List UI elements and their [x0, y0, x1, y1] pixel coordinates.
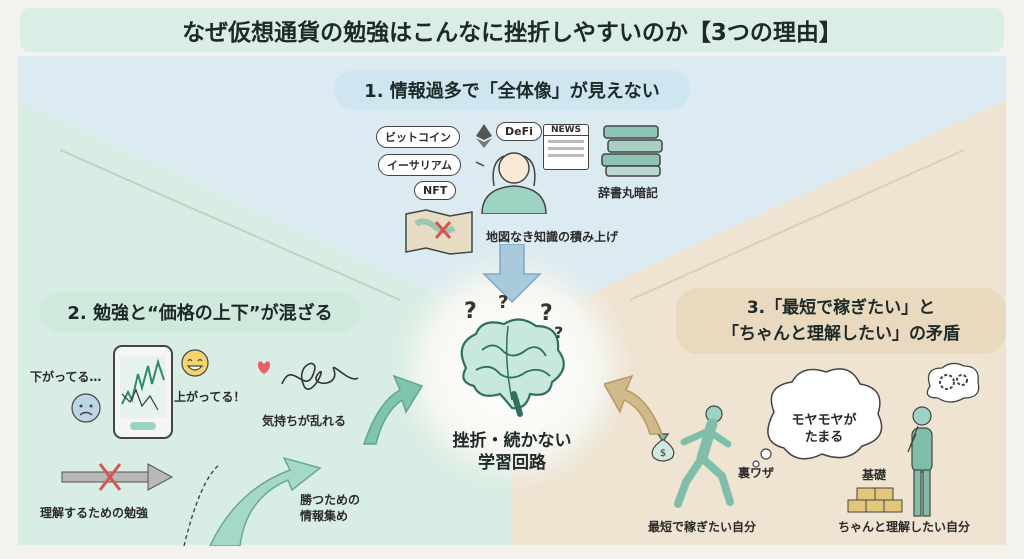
books-label: 辞書丸暗記 — [598, 186, 659, 200]
center-label: 挫折・続かない 学習回路 — [452, 431, 572, 473]
gather-label: 勝つための 情報集め — [300, 493, 361, 523]
study-label: 理解するための勉強 — [40, 506, 149, 520]
section1-heading: 1. 情報過多で「全体像」が見えない — [334, 70, 690, 110]
smartphone-chart-icon — [113, 345, 173, 439]
news-label: NEWS — [544, 125, 588, 136]
blocked-study-arrow-icon — [61, 463, 174, 491]
arrow-from-left — [362, 374, 424, 445]
worried-face-icon — [71, 393, 101, 423]
money-bag-icon: $ — [651, 433, 675, 462]
gathering-arrow-icon — [183, 456, 322, 546]
page-title: なぜ仮想通貨の勉強はこんなに挫折しやすいのか【3つの理由】 — [20, 8, 1004, 52]
arrow-from-right — [604, 374, 664, 435]
fast-self-label: 最短で稼ぎたい自分 — [648, 520, 757, 534]
newspaper-icon: NEWS — [543, 124, 589, 170]
ethereum-icon — [476, 124, 492, 148]
trick-label: 裏ワザ — [738, 466, 775, 480]
stressed-person-icon — [475, 152, 553, 214]
svg-text:$: $ — [660, 448, 666, 459]
svg-text:?: ? — [464, 299, 477, 324]
cloud-text: モヤモヤが たまる — [791, 413, 857, 445]
bubble-bitcoin: ビットコイン — [376, 126, 460, 148]
map-icon — [405, 209, 473, 255]
bubble-defi: DeFi — [496, 122, 542, 141]
svg-text:?: ? — [554, 323, 563, 342]
books-stack-icon — [601, 125, 663, 177]
understand-self-label: ちゃんと理解したい自分 — [838, 520, 971, 534]
section3-heading-line2: 「ちゃんと理解したい」の矛盾 — [722, 324, 960, 344]
emotion-label: 気持ちが乱れる — [262, 414, 347, 428]
bubble-nft: NFT — [414, 181, 457, 200]
svg-text:?: ? — [498, 292, 508, 313]
price-down-label: 下がってる… — [30, 370, 102, 384]
happy-face-icon — [181, 349, 209, 377]
brain-icon: ? ? ? ? — [460, 292, 565, 417]
tangled-emotion-icon — [257, 361, 359, 390]
section2-heading: 2. 勉強と“価格の上下”が混ざる — [40, 292, 360, 332]
thought-cloud-icon — [752, 368, 883, 468]
thinking-person-icon — [907, 406, 933, 517]
gears-thought-icon — [926, 362, 980, 403]
foundation-label: 基礎 — [862, 468, 887, 482]
section3-heading-line1: 3.「最短で稼ぎたい」と — [746, 298, 936, 318]
price-up-label: 上がってる！ — [174, 390, 246, 404]
section3-heading: 3.「最短で稼ぎたい」と 「ちゃんと理解したい」の矛盾 — [676, 288, 1006, 354]
arrow-from-top — [482, 244, 542, 304]
running-person-icon — [674, 405, 734, 508]
svg-text:?: ? — [540, 301, 553, 326]
foundation-blocks-icon — [847, 487, 903, 513]
map-label: 地図なき知識の積み上げ — [486, 230, 619, 244]
bubble-ethereum: イーサリアム — [378, 154, 462, 176]
